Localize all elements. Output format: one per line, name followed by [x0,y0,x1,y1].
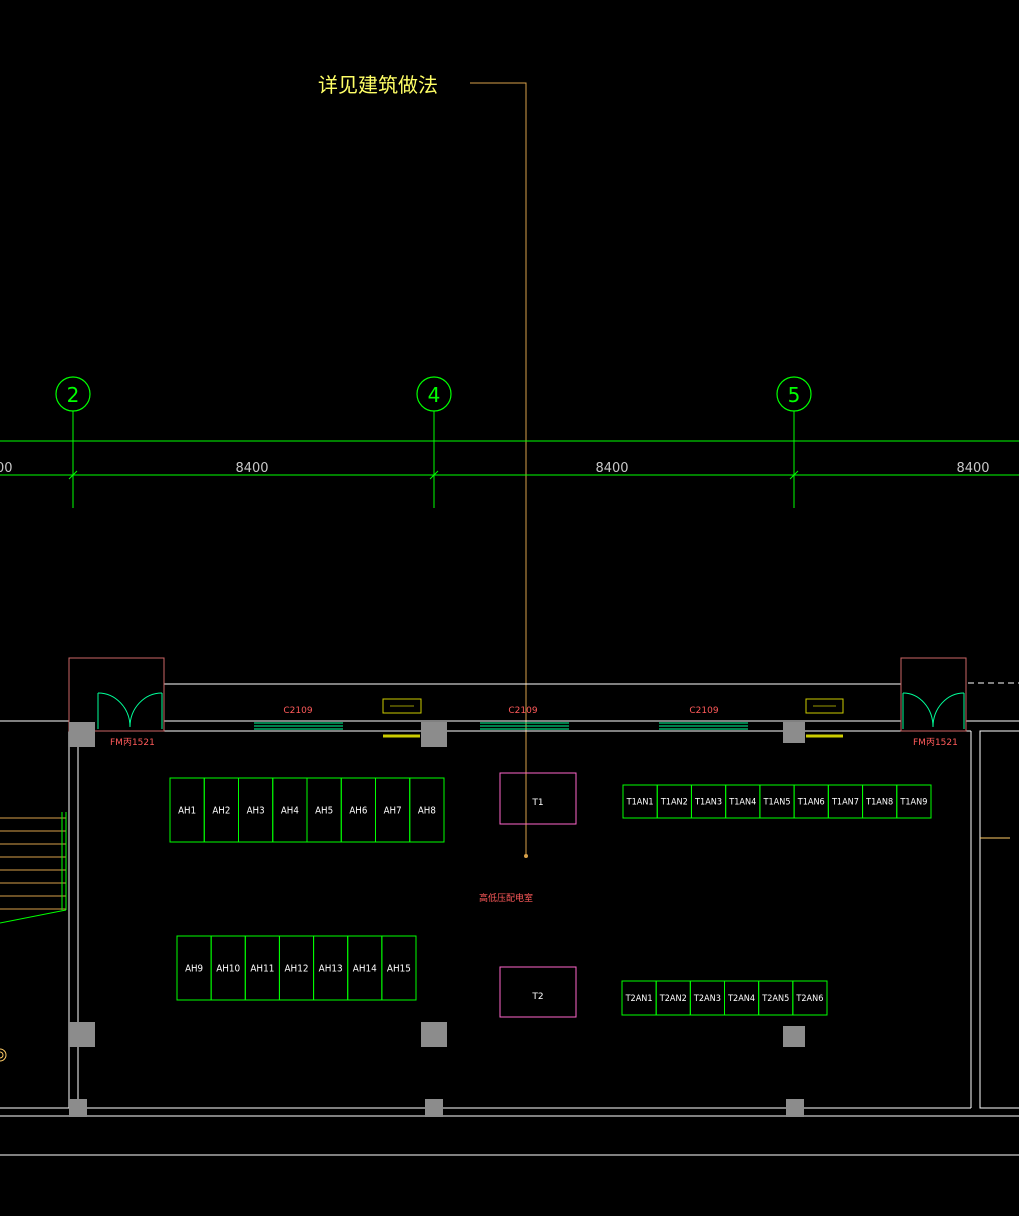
switchgear-panel [896,784,932,819]
transformer-t1: T1 [499,772,577,825]
column [421,1022,447,1047]
louver-left [382,698,422,738]
axis-label-2: 2 [67,383,80,407]
switchgear-panel [792,980,828,1016]
stair-symbol [0,1048,7,1062]
window-label: C2109 [508,706,537,716]
column [783,722,805,743]
panel-label: AH2 [212,806,230,817]
column [69,722,95,747]
column [69,1099,87,1117]
panel-label: T1AN2 [660,798,688,808]
dimension-text: 00 [0,461,13,476]
panel-label: T1AN7 [831,798,859,808]
panel-label: T2AN5 [761,994,789,1004]
panel-label: T1AN6 [797,798,825,808]
panel-label: T2AN6 [795,994,823,1004]
column [425,1099,443,1117]
dimension-lines [0,411,1019,508]
panel-label: T1AN9 [899,798,927,808]
leader-line [470,82,528,858]
panel-label: AH10 [216,964,240,975]
axis-bubble-2: 2 [55,376,91,412]
room-name: 高低压配电室 [479,892,533,904]
dimension-text: 8400 [595,461,628,476]
panel-label: AH13 [319,964,343,975]
window [254,722,343,730]
panel-row-ah-row2: AH9 AH10 AH11 AH12 AH13 AH14 AH15 [176,935,417,1001]
window [480,722,569,730]
switchgear-panel [381,935,417,1001]
panel-label: T1AN8 [865,798,893,808]
axis-bubble-4: 4 [416,376,452,412]
panel-label: T2AN2 [659,994,687,1004]
panel-label: T2AN4 [727,994,755,1004]
panel-label: AH8 [418,806,436,817]
note-text: 详见建筑做法 [318,73,438,97]
panel-label: T2AN3 [693,994,721,1004]
panel-row-ah-row1: AH1 AH2 AH3 AH4 AH5 AH6 AH7 AH8 [169,777,445,843]
door-label-right: FM丙1521 [913,737,958,748]
transformer-label: T2 [531,992,543,1002]
panel-label: AH6 [349,806,367,817]
panel-label: T1AN1 [626,798,654,808]
panel-row-t2-row: T2AN1 T2AN2 T2AN3 T2AN4 T2AN5 T2AN6 [621,980,828,1016]
dimension-text: 8400 [235,461,268,476]
axis-label-4: 4 [428,383,441,407]
columns [69,722,805,1117]
panel-label: AH4 [281,806,299,817]
panel-label: AH12 [285,964,309,975]
panel-label: T1AN3 [694,798,722,808]
column [786,1099,804,1117]
axis-label-5: 5 [788,383,801,407]
panel-label: AH7 [384,806,402,817]
column [69,1022,95,1047]
stair [0,817,66,910]
panel-label: AH3 [247,806,265,817]
panel-label: AH15 [387,964,411,975]
door-label-left: FM丙1521 [110,737,155,748]
panel-row-t1-row: T1AN1 T1AN2 T1AN3 T1AN4 T1AN5 T1AN6 T1AN7 T1AN8… [622,784,932,819]
window-label: C2109 [689,706,718,716]
dimension-text: 8400 [956,461,989,476]
column [421,722,447,747]
panel-label: AH14 [353,964,377,975]
panel-label: AH11 [250,964,274,975]
stair-rail [0,812,67,924]
panel-label: T1AN5 [762,798,790,808]
window [659,722,748,730]
transformer-label: T1 [531,798,543,808]
panel-label: AH5 [315,806,333,817]
panel-label: AH9 [185,964,203,975]
louver-right [805,698,844,738]
door-right [900,657,967,732]
switchgear-panel [409,777,445,843]
window-label: C2109 [283,706,312,716]
column [783,1026,805,1047]
panel-label: T1AN4 [728,798,756,808]
walls [0,683,1019,1156]
panel-label: T2AN1 [625,994,653,1004]
transformer-t2: T2 [499,966,577,1018]
door-left [68,657,165,732]
panel-label: AH1 [178,806,196,817]
axis-bubble-5: 5 [776,376,812,412]
